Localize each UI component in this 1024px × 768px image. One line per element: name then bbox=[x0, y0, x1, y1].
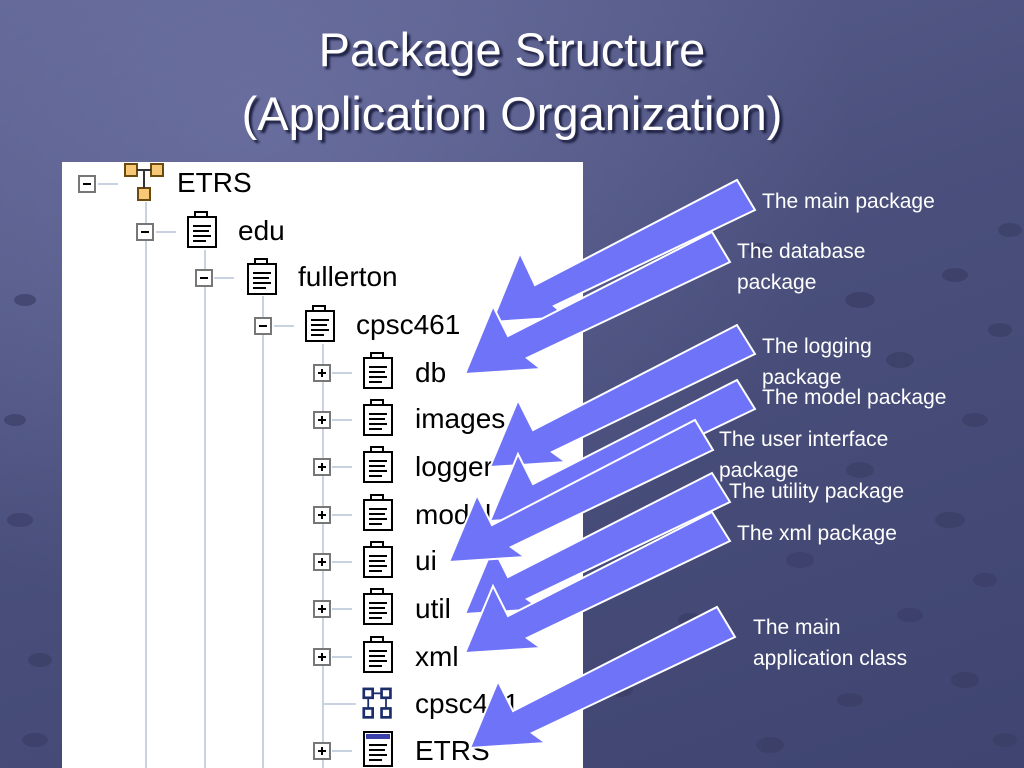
class-file-icon bbox=[363, 731, 393, 767]
expand-toggle[interactable] bbox=[313, 364, 331, 382]
tree-line bbox=[332, 656, 352, 658]
tree-line bbox=[274, 325, 294, 327]
note-xml-package-text: The xml package bbox=[737, 522, 897, 545]
note-logging-line-2: package bbox=[762, 366, 842, 389]
tree-line bbox=[98, 183, 118, 185]
expand-toggle[interactable] bbox=[313, 506, 331, 524]
tree-node-fullerton[interactable]: fullerton bbox=[298, 261, 398, 292]
arrow-ui-package bbox=[447, 418, 715, 564]
note-database-line-1: The database bbox=[737, 240, 866, 263]
arrow-xml-package bbox=[463, 510, 732, 655]
tree-line bbox=[332, 608, 352, 610]
package-icon bbox=[305, 305, 335, 342]
expand-toggle[interactable] bbox=[313, 600, 331, 618]
tree-node-etrs[interactable]: ETRS bbox=[177, 167, 252, 198]
package-icon bbox=[363, 494, 393, 531]
arrow-main-class bbox=[468, 605, 737, 750]
tree-line bbox=[204, 250, 206, 768]
collapse-toggle[interactable] bbox=[195, 269, 213, 287]
note-main-package: The main package bbox=[762, 186, 935, 217]
note-logging-package: The logging package bbox=[762, 331, 872, 393]
note-main-class: The main application class bbox=[753, 612, 907, 674]
tree-node-logger[interactable]: logger bbox=[415, 451, 493, 482]
note-main-class-line-1: The main bbox=[753, 616, 841, 639]
tree-line bbox=[332, 372, 352, 374]
slide-title: Package Structure (Application Organizat… bbox=[0, 18, 1024, 146]
tree-line bbox=[262, 296, 264, 768]
tree-node-edu[interactable]: edu bbox=[238, 215, 285, 246]
tree-node-ui[interactable]: ui bbox=[415, 545, 437, 576]
note-main-class-line-2: application class bbox=[753, 647, 908, 670]
package-icon bbox=[247, 258, 277, 295]
note-model-package: The model package bbox=[762, 382, 946, 413]
note-database-line-2: package bbox=[737, 271, 817, 294]
tree-line bbox=[332, 514, 352, 516]
note-utility-package-text: The utility package bbox=[729, 480, 905, 503]
note-database-package: The database package bbox=[737, 236, 865, 298]
title-line-1: Package Structure bbox=[318, 23, 706, 76]
tree-node-util[interactable]: util bbox=[415, 593, 451, 624]
tree-line bbox=[145, 202, 147, 768]
package-icon bbox=[363, 588, 393, 625]
expand-toggle[interactable] bbox=[313, 458, 331, 476]
tree-node-images[interactable]: images bbox=[415, 403, 506, 434]
tree-line bbox=[156, 231, 176, 233]
package-icon bbox=[363, 399, 393, 436]
tree-node-xml[interactable]: xml bbox=[415, 641, 459, 672]
package-icon bbox=[363, 541, 393, 578]
tree-line bbox=[324, 703, 356, 705]
arrow-logging-package bbox=[488, 323, 757, 469]
package-icon bbox=[363, 636, 393, 673]
expand-toggle[interactable] bbox=[313, 411, 331, 429]
note-utility-package: The utility package bbox=[729, 476, 904, 507]
tree-line bbox=[332, 419, 352, 421]
package-icon bbox=[363, 352, 393, 389]
note-ui-line-2: package bbox=[719, 459, 799, 482]
note-logging-line-1: The logging bbox=[762, 335, 872, 358]
tree-line bbox=[332, 561, 352, 563]
tree-line bbox=[332, 750, 352, 752]
class-diagram-icon bbox=[362, 687, 392, 719]
package-icon bbox=[363, 446, 393, 483]
collapse-toggle[interactable] bbox=[254, 317, 272, 335]
collapse-toggle[interactable] bbox=[136, 223, 154, 241]
title-line-2: (Application Organization) bbox=[241, 87, 783, 140]
note-main-package-text: The main package bbox=[762, 190, 935, 213]
expand-toggle[interactable] bbox=[313, 648, 331, 666]
tree-node-cpsc461[interactable]: cpsc461 bbox=[356, 309, 461, 340]
project-structure-icon bbox=[124, 163, 164, 201]
expand-toggle[interactable] bbox=[313, 742, 331, 760]
collapse-toggle[interactable] bbox=[78, 175, 96, 193]
note-xml-package: The xml package bbox=[737, 518, 897, 549]
expand-toggle[interactable] bbox=[313, 553, 331, 571]
arrow-database-package bbox=[463, 230, 732, 376]
arrow-utility-package bbox=[463, 471, 732, 616]
tree-node-db[interactable]: db bbox=[415, 357, 447, 388]
package-icon bbox=[187, 211, 217, 248]
note-model-package-text: The model package bbox=[762, 386, 947, 409]
tree-line bbox=[332, 466, 352, 468]
note-ui-line-1: The user interface bbox=[719, 428, 889, 451]
note-ui-package: The user interface package bbox=[719, 424, 888, 486]
tree-line bbox=[214, 277, 234, 279]
arrow-main-package bbox=[490, 178, 757, 324]
